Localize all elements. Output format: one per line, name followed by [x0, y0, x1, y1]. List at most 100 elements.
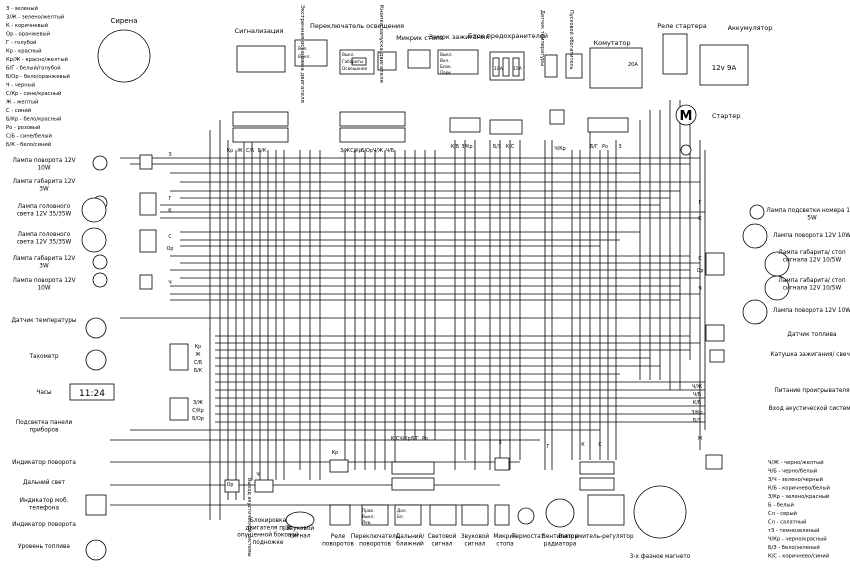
- switch-row: Прав.: [362, 508, 374, 513]
- lamp-icon: [749, 204, 765, 220]
- legend-left-item: Б/Кр - бело/красный: [6, 116, 61, 123]
- wire-mark: К: [581, 442, 585, 448]
- components: M: [69, 29, 790, 561]
- top-labels: Сирена Сигнализация Экстренная остановка…: [110, 5, 772, 120]
- left-label: Индикатор поворота: [12, 522, 76, 528]
- left-label: Тахометр: [28, 354, 58, 360]
- legend-left-item: Ро - розовый: [6, 124, 40, 131]
- right-label: Лампа поворота 12V 10W: [773, 308, 850, 314]
- wire-mark: С: [598, 442, 602, 448]
- wire-mark: Б/З: [493, 144, 501, 150]
- start-button-label: Кнопка запуска двигателя: [378, 5, 384, 83]
- wire-mark: Б/Г: [411, 436, 419, 442]
- right-label: Лампа поворота 12V 10W: [773, 233, 850, 239]
- legend-right-item: З/Ч - зелено/черный: [768, 476, 823, 483]
- wire-mark: З: [168, 152, 171, 158]
- clock-display: [69, 383, 115, 401]
- left-label: Дальний свет: [23, 479, 66, 486]
- fuse-15a: 15А: [513, 66, 523, 72]
- switch-row: Габариты: [342, 59, 363, 64]
- connector-blocks: [139, 109, 725, 493]
- legend-right-item: К/С - коричнево/синий: [768, 553, 829, 560]
- temp-gauge-icon: [85, 317, 107, 339]
- starter-label: Стартер: [712, 112, 740, 120]
- left-label: Датчик температуры: [12, 318, 77, 324]
- wire-mark: З/Ж: [193, 400, 204, 406]
- battery-rating: 12v 9A: [712, 64, 737, 72]
- light-switch-label: Переключатель освещения: [310, 22, 404, 30]
- legend-left-item: Б/К - бело/синий: [6, 141, 51, 148]
- wire-mark: Ор: [227, 482, 234, 488]
- switch-row: Парк: [440, 70, 451, 75]
- left-label: Часы: [36, 390, 52, 396]
- wire-mark: Ж: [195, 352, 201, 358]
- right-label: Катушка зажигания/ свеча: [771, 352, 850, 358]
- legend-right-item: К/Б - коричнево/белый: [768, 485, 830, 492]
- legend-left-item: Г - голубой: [6, 39, 36, 46]
- wire-mark: Ч: [168, 280, 171, 286]
- bottom-label: Выход акустической системы: [246, 478, 253, 557]
- legend-left-item: С - синий: [6, 107, 31, 114]
- ignition-label: Замок зажигания: [429, 33, 489, 41]
- wire-mark: Ч/Б: [386, 148, 394, 154]
- switch-row: Вкл.: [440, 58, 449, 63]
- wire-mark: Кр: [227, 148, 233, 154]
- wire-mark: З: [498, 440, 501, 446]
- legend-left-item: Ор - оранжевый: [6, 31, 50, 38]
- legend-right-item: Ч/Б - черно/белый: [768, 468, 817, 475]
- legend-left-item: Кр - красный: [6, 48, 41, 55]
- legend-right-item: тЗ - темнозеленый: [768, 527, 820, 534]
- switch-row: Выкл.: [298, 54, 311, 59]
- bottom-label: Дальний/ближний: [396, 533, 425, 547]
- wire-mark: К: [698, 216, 702, 222]
- left-label: Индикатор поворота: [12, 460, 76, 466]
- horn-icon: [285, 511, 315, 529]
- wire-mark: З: [618, 144, 621, 150]
- legend-right-item: Ч/Ж - черно/желтый: [768, 459, 824, 466]
- switch-row: Выкл.: [440, 52, 453, 57]
- siren-label: Сирена: [110, 17, 137, 25]
- switch-row: Дал.: [397, 508, 407, 513]
- legend-left-item: Ч - черный: [6, 82, 35, 89]
- magneto-icon: [633, 485, 687, 539]
- wire-mark: Б/К: [194, 368, 203, 374]
- wire-mark: К/С: [506, 144, 515, 150]
- fuse-20a: 20А: [628, 62, 638, 68]
- starter-motor-icon: [675, 104, 697, 126]
- wire-mark: Ч/Кр: [399, 436, 410, 442]
- wire-mark: К/Б: [451, 144, 459, 150]
- stop-switch-label: Микрик стопа: [396, 34, 444, 42]
- fan-icon: [545, 498, 575, 528]
- fuse-10a: 10А: [494, 66, 504, 72]
- wire-mark: Ч: [698, 286, 701, 292]
- switch-row: Выкл.: [342, 52, 355, 57]
- wire-mark: Ро: [602, 144, 608, 150]
- right-label: Питание проигрывателя: [774, 388, 849, 394]
- fuse-block-label: Блок предохранителей: [468, 32, 548, 40]
- lamp-icon: [742, 223, 768, 249]
- legend-left-item: Кр/Ж - красно/желтый: [6, 56, 68, 63]
- wire-mark: С/Кр: [350, 148, 361, 154]
- legend-left-item: С/Б - сине/белый: [6, 133, 52, 140]
- wire-mark: Г: [547, 444, 550, 450]
- wire-mark: З/Ж: [340, 148, 351, 154]
- wire-mark: Ч: [256, 472, 259, 478]
- wire-mark: С: [168, 234, 172, 240]
- wire-mark: К/Б: [693, 400, 701, 406]
